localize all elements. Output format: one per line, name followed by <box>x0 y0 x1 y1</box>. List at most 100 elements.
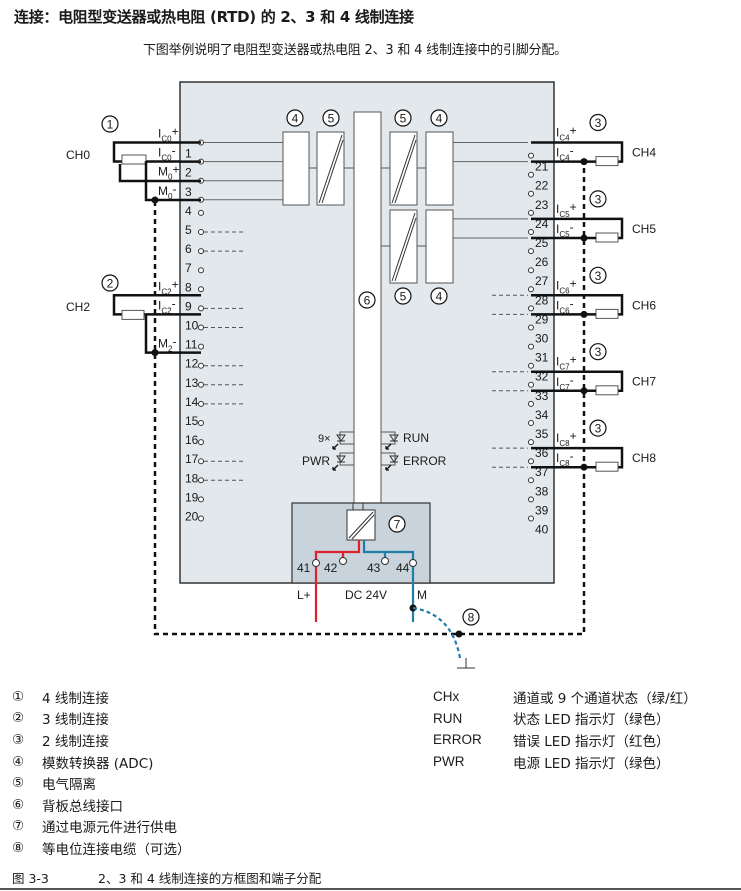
callout-three-wire: 2 <box>107 277 114 291</box>
terminal-pin <box>528 152 534 159</box>
led-ch-status-icon <box>336 434 346 442</box>
terminal-pin <box>198 420 204 426</box>
legend-text: 模数转换器 (ADC) <box>42 755 154 772</box>
abbreviation-text: 电源 LED 指示灯（绿色） <box>513 755 670 772</box>
terminal-pin <box>528 190 534 197</box>
callout-three-wire-circle <box>101 274 119 292</box>
signal-label: IC6+ <box>556 276 577 295</box>
terminal-number-left: 15 <box>185 414 199 428</box>
terminal-number-right: 32 <box>535 370 549 384</box>
legend-text: 3 线制连接 <box>42 712 109 729</box>
terminal-pin <box>528 496 534 503</box>
callout-four-wire-circle <box>101 115 119 133</box>
terminal-number-left: 2 <box>185 166 192 180</box>
terminal-number-left: 16 <box>185 433 199 447</box>
signal-label: IC8+ <box>556 429 577 448</box>
signal-label: IC8- <box>556 449 574 468</box>
callout-four-wire: 1 <box>107 118 114 132</box>
terminal-number-right: 28 <box>535 293 549 307</box>
terminal-pin <box>528 286 534 293</box>
adc-block-ch0 <box>282 131 310 206</box>
legend-number: ③ <box>12 731 25 748</box>
terminal-pin <box>528 515 534 522</box>
terminal-pin <box>198 515 204 522</box>
terminal-pin <box>198 324 204 331</box>
terminal-number-right: 35 <box>535 427 549 441</box>
abbreviation-key: ERROR <box>433 732 482 748</box>
isolation-block-ch0-diag <box>318 134 343 204</box>
callout-isolation: 5 <box>400 290 407 304</box>
junction-dot <box>455 630 463 638</box>
terminal-number-right: 25 <box>535 236 549 250</box>
terminal-number-right: 31 <box>535 351 549 365</box>
callout-two-wire: 3 <box>595 269 602 283</box>
terminal-pin <box>198 496 204 503</box>
legend-text: 通过电源元件进行供电 <box>42 820 177 837</box>
wiring-diagram: 1234567891011121314151617181920212223242… <box>66 81 656 669</box>
legend-text: 4 线制连接 <box>42 690 109 707</box>
callout-equipotential-circle <box>462 608 480 626</box>
terminal-pin <box>528 458 534 465</box>
isolation-block-ch0-diag <box>321 139 344 204</box>
callout-two-wire: 3 <box>595 422 602 436</box>
channel-label-ch8: CH8 <box>632 451 656 465</box>
callout-isolation: 5 <box>400 112 407 126</box>
terminal-number-left: 17 <box>185 452 199 466</box>
signal-label: M2- <box>158 335 176 354</box>
callout-adc-circle <box>286 109 304 127</box>
terminal-pin <box>528 420 534 426</box>
terminal-pin <box>528 381 534 388</box>
isolation-block-ch4-diag <box>391 134 416 204</box>
terminal-pin <box>198 362 204 369</box>
terminal-pin <box>198 267 204 274</box>
power-converter-diag <box>348 511 374 539</box>
terminal-pin <box>528 171 534 178</box>
terminal-number-left: 12 <box>185 357 199 371</box>
led-label-pwr: PWR <box>302 454 330 468</box>
power-terminal-number: 42 <box>324 561 338 575</box>
terminal-number-right: 37 <box>535 465 549 479</box>
terminal-number-left: 6 <box>185 242 192 256</box>
terminal-number-right: 33 <box>535 389 549 403</box>
callout-adc-circle <box>430 109 448 127</box>
terminal-number-left: 10 <box>185 319 199 333</box>
led-label-error: ERROR <box>403 454 447 468</box>
led-run-icon-rays <box>385 443 392 450</box>
terminal-number-right: 36 <box>535 446 549 460</box>
terminal-number-right: 27 <box>535 274 549 288</box>
terminal-pin <box>198 248 204 255</box>
terminal-number-right: 34 <box>535 408 549 422</box>
resistor <box>595 461 619 472</box>
terminal-pin <box>528 209 534 216</box>
terminal-number-left: 5 <box>185 223 192 237</box>
led-run-icon <box>389 434 399 442</box>
led-label-run: RUN <box>403 431 429 445</box>
abbreviation-key: CHx <box>433 689 460 705</box>
terminal-pin <box>198 381 204 388</box>
callout-adc: 4 <box>436 290 443 304</box>
callout-two-wire: 3 <box>595 192 602 206</box>
power-terminal-pin <box>339 557 347 565</box>
terminal-number-left: 8 <box>185 280 192 294</box>
callout-adc: 4 <box>292 112 299 126</box>
callout-adc: 4 <box>436 112 443 126</box>
channel-label-ch2: CH2 <box>66 300 90 314</box>
callout-isolation-circle <box>394 287 412 305</box>
callout-two-wire-circle <box>589 113 607 132</box>
terminal-number-right: 29 <box>535 312 549 326</box>
figure-title: 2、3 和 4 线制连接的方框图和端子分配 <box>98 871 322 886</box>
junction-dot <box>151 196 159 204</box>
adc-block-ch4 <box>425 131 454 206</box>
ch2-wire <box>112 294 201 316</box>
figure-caption: 图 3-3 2、3 和 4 线制连接的方框图和端子分配 <box>12 868 321 887</box>
adc-block-ch5 <box>425 209 454 284</box>
signal-label: IC5- <box>556 220 574 239</box>
terminal-number-left: 9 <box>185 299 192 313</box>
terminal-number-right: 23 <box>535 198 549 212</box>
